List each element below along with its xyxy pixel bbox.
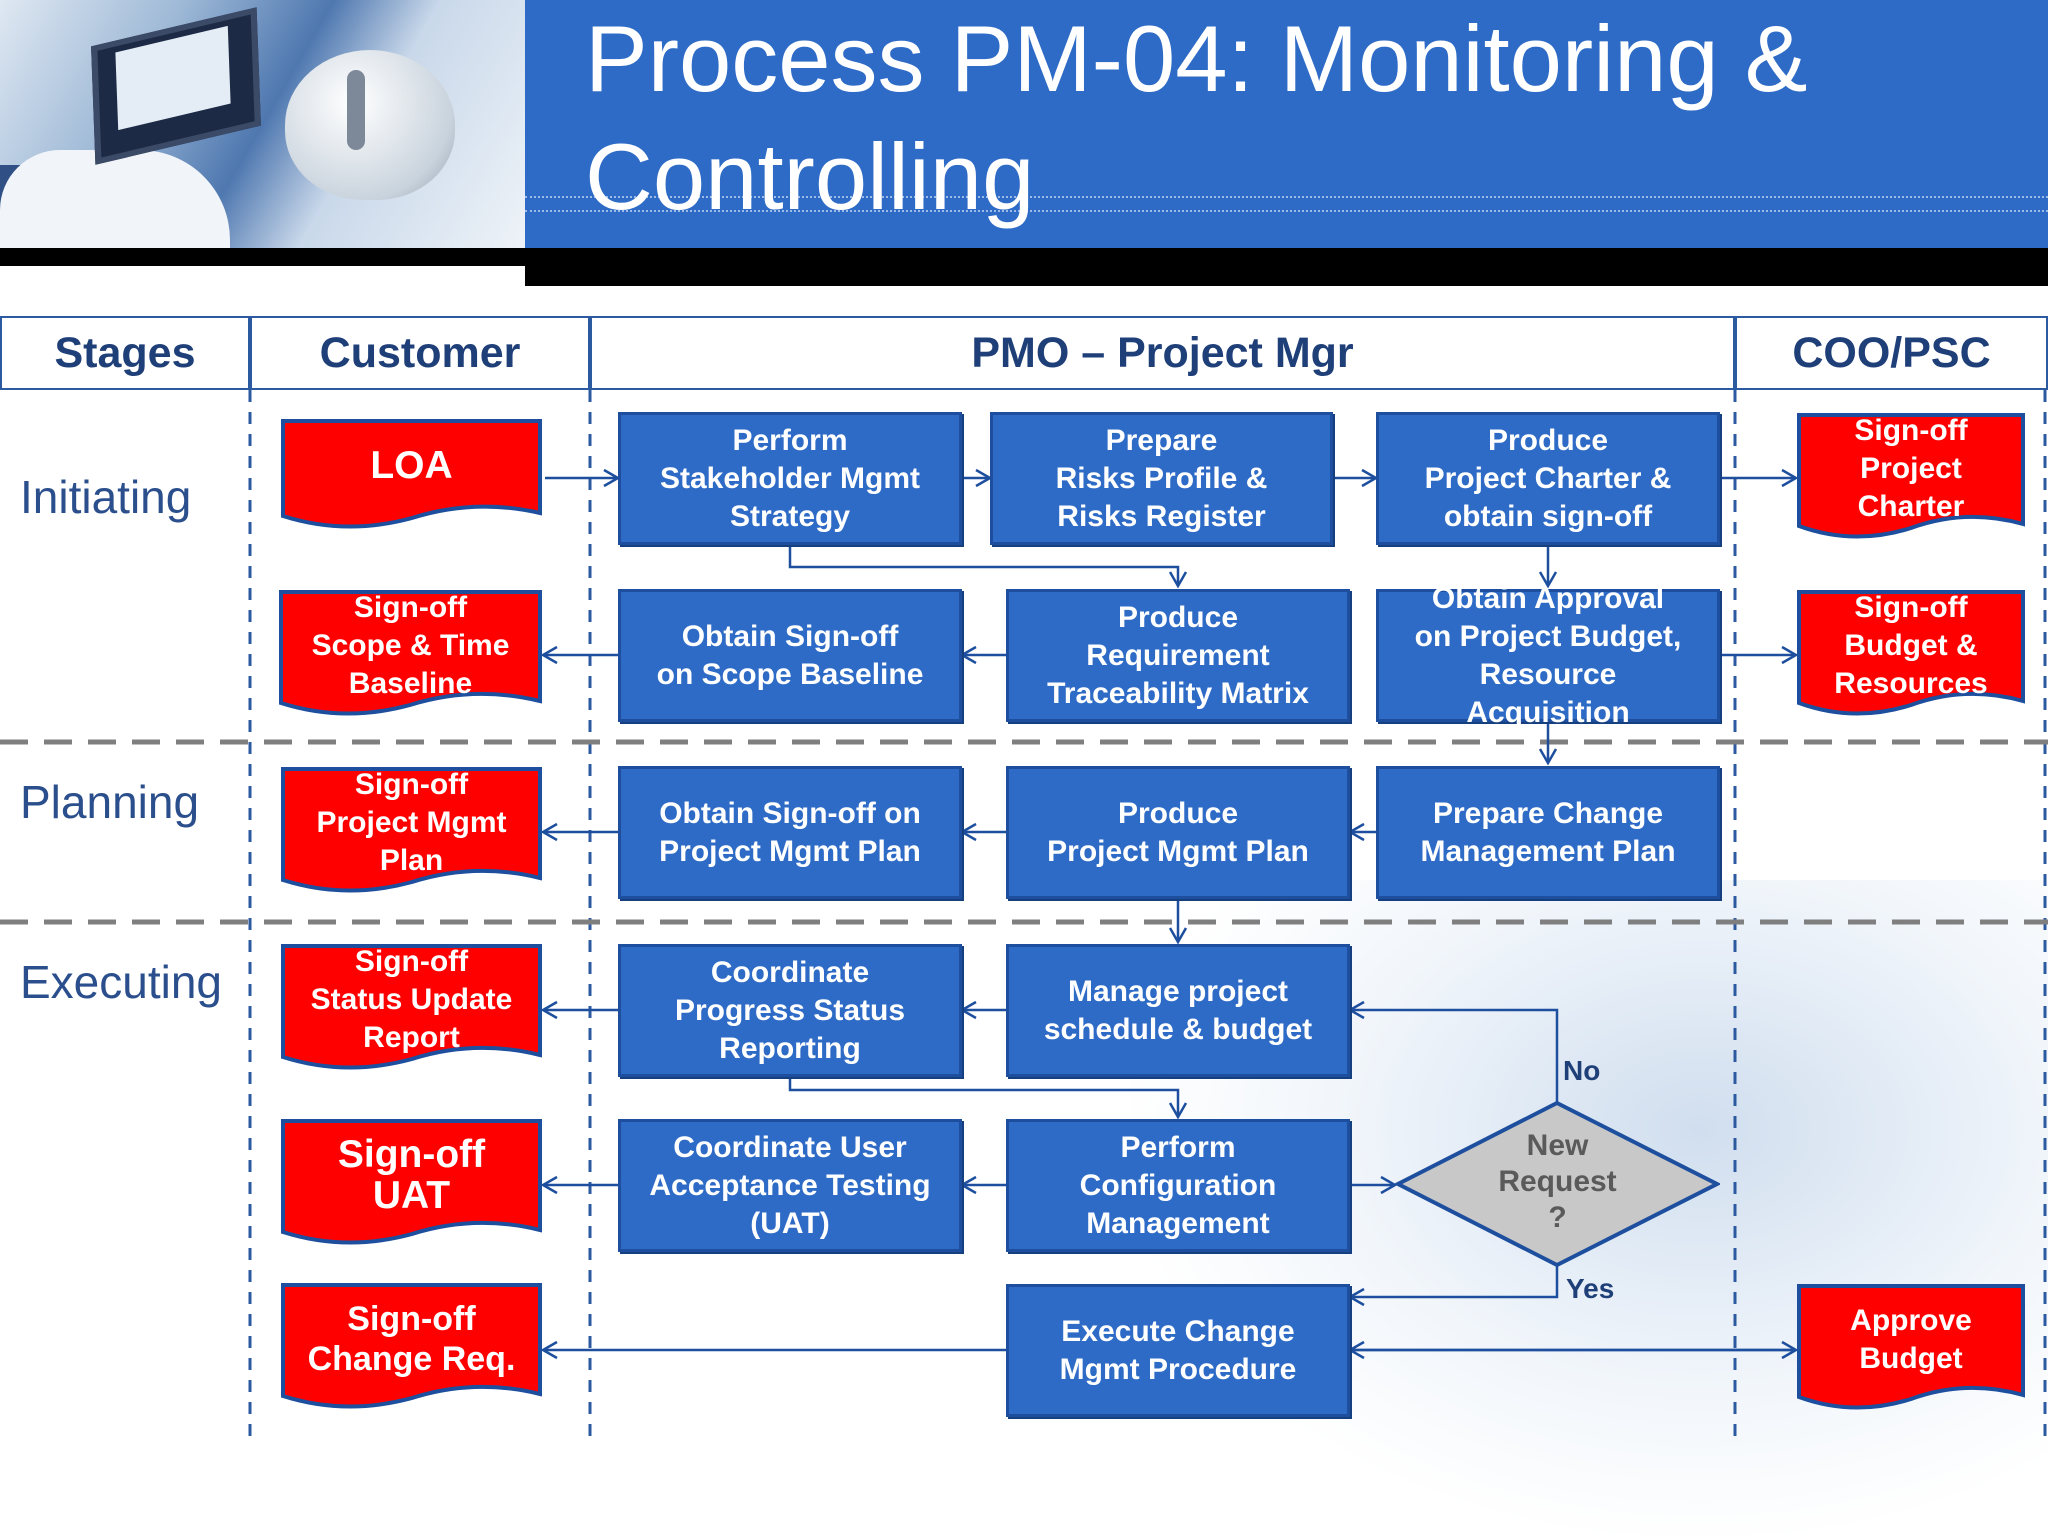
header-band bbox=[525, 0, 2048, 248]
process-label: Manage project schedule & budget bbox=[1043, 974, 1313, 1046]
header-photo bbox=[0, 0, 525, 248]
process-box-schedule-budget: Manage project schedule & budget bbox=[1006, 944, 1350, 1077]
document-signoff-change-req: Sign-off Change Req. bbox=[280, 1282, 543, 1415]
hand-shape bbox=[0, 150, 230, 248]
lane-header-customer: Customer bbox=[250, 316, 590, 390]
document-label: Sign-off Budget & Resources bbox=[1834, 590, 1988, 700]
document-label: Sign-off Change Req. bbox=[307, 1299, 516, 1378]
document-approve-budget: Approve Budget bbox=[1796, 1283, 2026, 1416]
process-label: Produce Project Charter & obtain sign-of… bbox=[1424, 423, 1672, 533]
process-box-configuration-mgmt: Perform Configuration Management bbox=[1006, 1119, 1350, 1252]
process-label: Produce Requirement Traceability Matrix bbox=[1047, 600, 1309, 710]
decision-label: New Request ? bbox=[1498, 1129, 1617, 1234]
lane-header-stages: Stages bbox=[0, 316, 250, 390]
document-label: Sign-off Status Update Report bbox=[310, 944, 513, 1054]
document-signoff-uat: Sign-off UAT bbox=[280, 1118, 543, 1251]
process-label: Perform Stakeholder Mgmt Strategy bbox=[659, 423, 921, 533]
header-dotted-line bbox=[525, 196, 2048, 198]
document-loa: LOA bbox=[280, 418, 543, 533]
document-label: LOA bbox=[370, 444, 453, 487]
process-box-budget-approval: Obtain Approval on Project Budget, Resou… bbox=[1376, 582, 1720, 729]
document-label: Sign-off Scope & Time Baseline bbox=[311, 590, 510, 700]
document-label: Sign-off Project Charter bbox=[1854, 413, 1968, 523]
process-label: Perform Configuration Management bbox=[1079, 1130, 1277, 1240]
lane-header-pmo: PMO – Project Mgr bbox=[590, 316, 1735, 390]
process-label: Coordinate Progress Status Reporting bbox=[674, 955, 906, 1065]
process-box-traceability-matrix: Produce Requirement Traceability Matrix bbox=[1006, 589, 1350, 722]
decision-new-request: New Request ? bbox=[1395, 1100, 1720, 1268]
page-title: Process PM-04: Monitoring & Controlling bbox=[585, 6, 1808, 229]
document-signoff-project-charter: Sign-off Project Charter bbox=[1796, 412, 2026, 545]
process-box-risks-profile: Prepare Risks Profile & Risks Register bbox=[990, 412, 1333, 545]
computer-mouse-icon bbox=[285, 50, 455, 200]
process-label: Coordinate User Acceptance Testing (UAT) bbox=[649, 1130, 931, 1240]
process-label: Produce Project Mgmt Plan bbox=[1047, 796, 1309, 868]
process-box-project-charter: Produce Project Charter & obtain sign-of… bbox=[1376, 412, 1720, 545]
lane-header-coo: COO/PSC bbox=[1735, 316, 2048, 390]
process-box-progress-reporting: Coordinate Progress Status Reporting bbox=[618, 944, 962, 1077]
header-black-bar bbox=[525, 248, 2048, 286]
mouse-wheel bbox=[347, 70, 365, 150]
process-box-scope-baseline: Obtain Sign-off on Scope Baseline bbox=[618, 589, 962, 722]
process-label: Prepare Risks Profile & Risks Register bbox=[1055, 423, 1268, 533]
process-label: Obtain Approval on Project Budget, Resou… bbox=[1414, 581, 1682, 729]
process-label: Execute Change Mgmt Procedure bbox=[1059, 1314, 1297, 1386]
document-signoff-budget-resources: Sign-off Budget & Resources bbox=[1796, 589, 2026, 722]
document-label: Approve Budget bbox=[1850, 1303, 1972, 1375]
header-black-bar bbox=[0, 248, 525, 266]
decision-no-label: No bbox=[1563, 1055, 1601, 1086]
process-box-produce-pm-plan: Produce Project Mgmt Plan bbox=[1006, 766, 1350, 899]
document-signoff-scope-time: Sign-off Scope & Time Baseline bbox=[278, 589, 543, 722]
process-label: Obtain Sign-off on Project Mgmt Plan bbox=[659, 796, 921, 868]
document-signoff-status-report: Sign-off Status Update Report bbox=[280, 943, 543, 1076]
header-dotted-line bbox=[525, 210, 2048, 212]
process-box-uat: Coordinate User Acceptance Testing (UAT) bbox=[618, 1119, 962, 1252]
document-label: Sign-off UAT bbox=[337, 1132, 486, 1217]
process-label: Prepare Change Management Plan bbox=[1420, 796, 1676, 868]
process-box-execute-change: Execute Change Mgmt Procedure bbox=[1006, 1284, 1350, 1417]
process-label: Obtain Sign-off on Scope Baseline bbox=[656, 619, 924, 691]
document-signoff-pm-plan: Sign-off Project Mgmt Plan bbox=[280, 766, 543, 899]
document-label: Sign-off Project Mgmt Plan bbox=[316, 767, 507, 877]
stage-planning: Planning bbox=[20, 776, 200, 828]
stage-initiating: Initiating bbox=[20, 471, 192, 523]
stage-executing: Executing bbox=[20, 956, 223, 1008]
process-box-change-mgmt-plan: Prepare Change Management Plan bbox=[1376, 766, 1720, 899]
decision-yes-label: Yes bbox=[1566, 1273, 1615, 1304]
process-box-signoff-pm-plan: Obtain Sign-off on Project Mgmt Plan bbox=[618, 766, 962, 899]
process-box-stakeholder-strategy: Perform Stakeholder Mgmt Strategy bbox=[618, 412, 962, 545]
